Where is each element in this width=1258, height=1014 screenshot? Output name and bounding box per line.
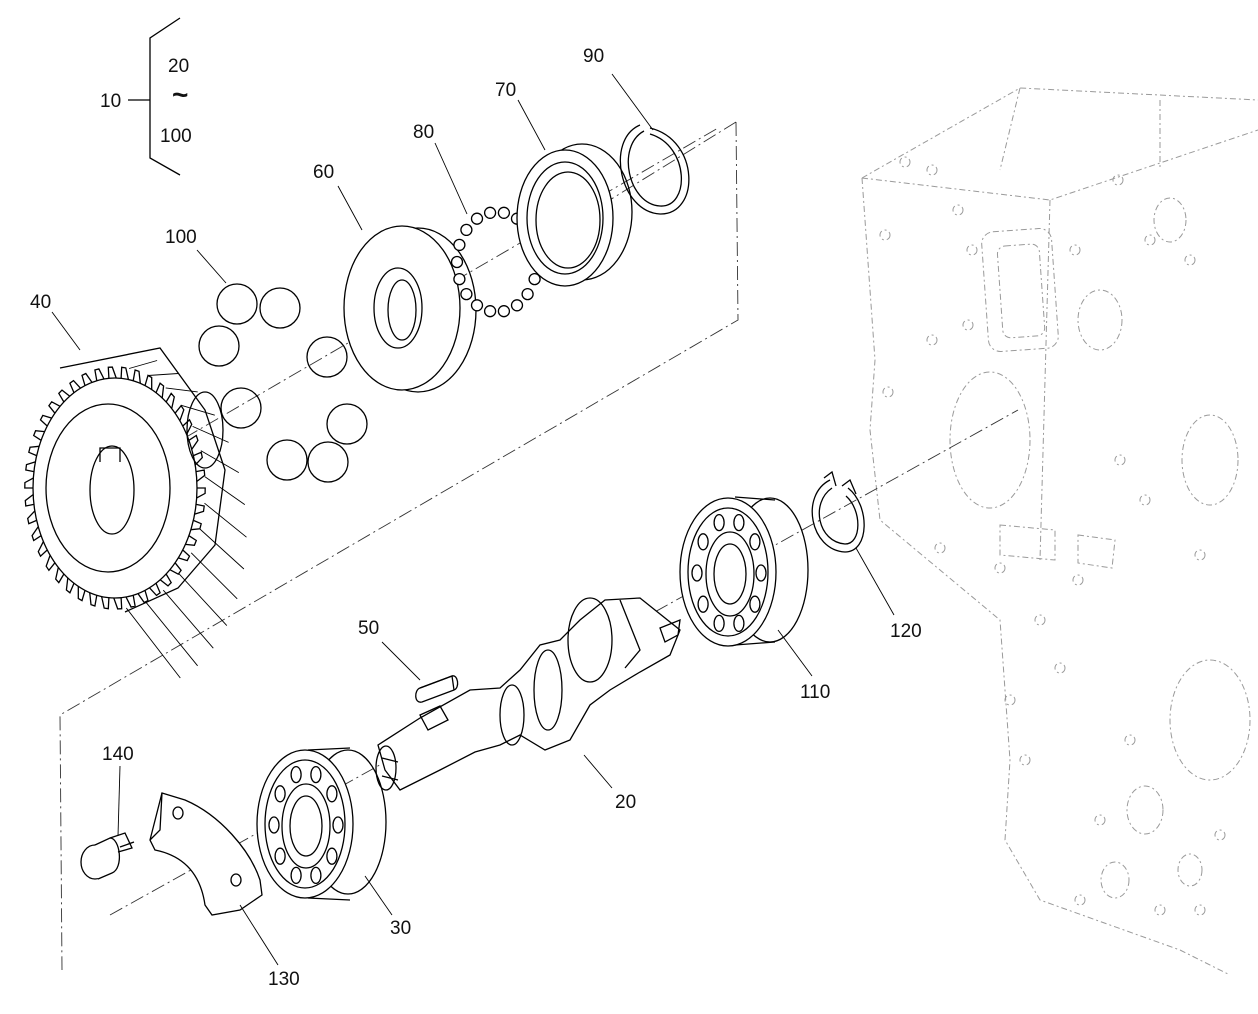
ring-ball bbox=[470, 299, 484, 312]
bolt bbox=[80, 832, 135, 880]
ball-bearing-upper bbox=[679, 496, 809, 647]
bearing-roller bbox=[310, 765, 322, 784]
gear-teeth bbox=[24, 360, 247, 679]
leader-lines bbox=[51, 73, 895, 966]
bearing-rollers-upper bbox=[691, 513, 767, 633]
bearing-roller bbox=[749, 533, 761, 551]
label-130: 130 bbox=[268, 969, 300, 990]
bearing-roller bbox=[697, 533, 709, 551]
bearing-roller bbox=[268, 816, 280, 834]
ring-ball bbox=[470, 212, 484, 225]
bearing-roller bbox=[733, 614, 745, 633]
bearing-roller bbox=[274, 847, 286, 865]
housing-bolt-holes bbox=[879, 156, 1226, 916]
gear-helix-lines bbox=[125, 360, 247, 679]
bearing-roller bbox=[310, 866, 322, 885]
ring-ball bbox=[450, 255, 464, 269]
ring-ball bbox=[528, 272, 541, 286]
retaining-plate bbox=[149, 792, 263, 916]
loose-balls bbox=[198, 283, 368, 483]
label-range-separator: ~ bbox=[172, 79, 188, 110]
ring-ball bbox=[521, 287, 534, 301]
label-20-range-start: 20 bbox=[168, 56, 189, 77]
bearing-rollers-lower bbox=[268, 765, 344, 885]
helical-gear bbox=[24, 347, 247, 679]
bearing-roller bbox=[326, 785, 338, 803]
bearing-roller bbox=[713, 513, 725, 532]
label-90: 90 bbox=[583, 46, 604, 67]
woodruff-key bbox=[415, 675, 459, 703]
label-30: 30 bbox=[390, 918, 411, 939]
bearing-cup bbox=[516, 143, 633, 287]
label-40: 40 bbox=[30, 292, 51, 313]
ring-ball bbox=[483, 305, 497, 318]
ring-ball bbox=[453, 272, 466, 286]
label-10: 10 bbox=[100, 91, 121, 112]
label-20: 20 bbox=[615, 792, 636, 813]
ring-ball bbox=[460, 287, 473, 301]
circlip bbox=[811, 470, 865, 553]
ring-ball bbox=[510, 299, 524, 312]
bearing-roller bbox=[733, 513, 745, 532]
ring-ball bbox=[460, 223, 473, 237]
label-60: 60 bbox=[313, 162, 334, 183]
bearing-roller bbox=[290, 765, 302, 784]
label-80: 80 bbox=[413, 122, 434, 143]
bearing-roller bbox=[749, 595, 761, 613]
ring-ball bbox=[453, 238, 466, 252]
thrust-washer bbox=[343, 225, 477, 393]
bearing-roller bbox=[691, 564, 703, 582]
label-140: 140 bbox=[102, 744, 134, 765]
gear-tooth-profile bbox=[24, 366, 206, 610]
label-110: 110 bbox=[800, 682, 830, 703]
ring-ball bbox=[497, 206, 511, 219]
bearing-roller bbox=[755, 564, 767, 582]
callout-labels: 10 20 ~ 100 90 70 80 60 100 40 50 20 30 … bbox=[30, 46, 922, 990]
snap-ring bbox=[619, 124, 690, 215]
bearing-roller bbox=[697, 595, 709, 613]
bearing-roller bbox=[274, 785, 286, 803]
bearing-roller bbox=[713, 614, 725, 633]
label-100: 100 bbox=[165, 227, 197, 248]
ring-ball bbox=[483, 206, 497, 219]
bearing-roller bbox=[332, 816, 344, 834]
ball-bearing-lower bbox=[256, 747, 387, 901]
label-120: 120 bbox=[890, 621, 922, 642]
label-50: 50 bbox=[358, 618, 379, 639]
label-70: 70 bbox=[495, 80, 516, 101]
ring-ball bbox=[497, 305, 511, 318]
assembly-bracket bbox=[128, 17, 181, 176]
bearing-roller bbox=[290, 866, 302, 885]
bearing-roller bbox=[326, 847, 338, 865]
housing-outline bbox=[861, 87, 1258, 976]
label-100-range-end: 100 bbox=[160, 126, 192, 147]
camshaft bbox=[375, 597, 681, 791]
